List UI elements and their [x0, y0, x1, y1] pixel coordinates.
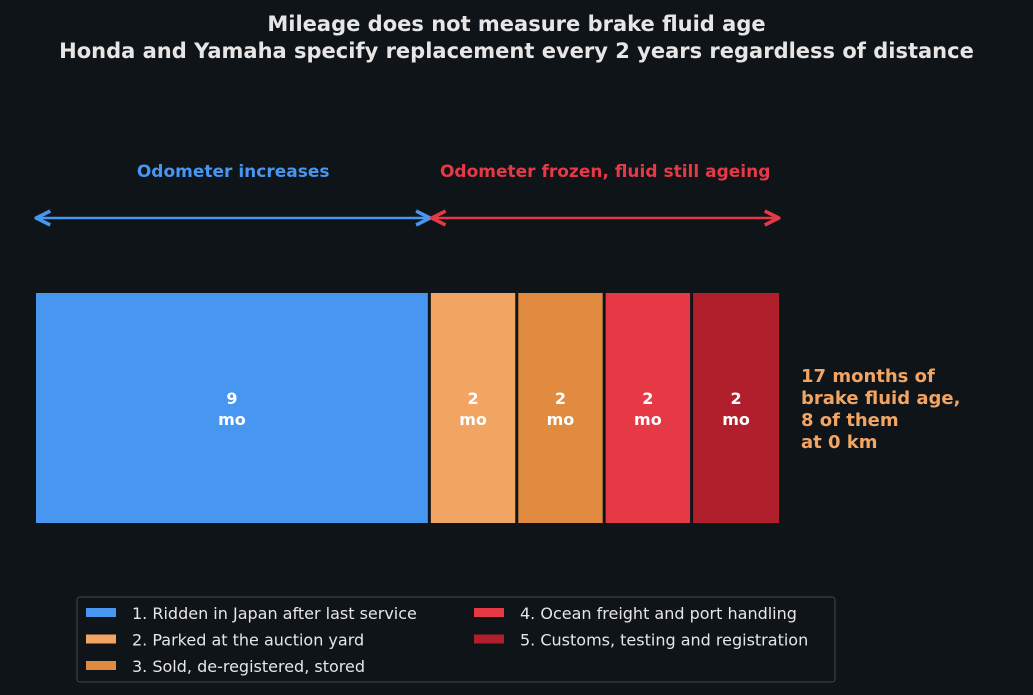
bar-segment-3 — [518, 293, 603, 523]
phase-annotations: Odometer increases Odometer frozen, fluid… — [38, 162, 777, 218]
legend-swatch-1 — [86, 608, 116, 617]
chart-subtitle: Honda and Yamaha specify replacement eve… — [59, 39, 974, 63]
legend-swatch-5 — [474, 634, 504, 644]
segment-unit-label: mo — [218, 410, 246, 429]
legend-label-1: 1. Ridden in Japan after last service — [132, 604, 417, 623]
legend-label-4: 4. Ocean freight and port handling — [520, 604, 797, 623]
callout-line-2: brake fluid age, — [801, 388, 960, 409]
segment-value-label: 2 — [555, 389, 566, 408]
legend-frame — [76, 596, 836, 683]
segment-unit-label: mo — [459, 410, 487, 429]
stacked-bar: 9 mo 2 mo 2 mo 2 mo 2 mo — [36, 293, 779, 523]
segment-value-label: 2 — [730, 389, 741, 408]
bar-segment-1 — [36, 293, 428, 523]
segment-value-label: 9 — [226, 389, 237, 408]
chart-title: Mileage does not measure brake fluid age — [267, 12, 765, 36]
phase-label-2: Odometer frozen, fluid still ageing — [440, 162, 770, 182]
phase-label-1: Odometer increases — [137, 162, 330, 182]
bar-segment-5 — [693, 293, 779, 523]
callout-line-3: 8 of them — [801, 410, 899, 431]
segment-unit-label: mo — [634, 410, 662, 429]
legend-label-3: 3. Sold, de-registered, stored — [132, 657, 365, 676]
bar-segment-2 — [430, 293, 516, 523]
legend-swatch-3 — [86, 661, 116, 670]
segment-unit-label: mo — [547, 410, 575, 429]
legend-swatch-4 — [474, 608, 504, 617]
legend-swatch-2 — [86, 634, 116, 644]
callout-line-1: 17 months of — [801, 366, 935, 387]
legend-label-2: 2. Parked at the auction yard — [132, 631, 364, 650]
segment-unit-label: mo — [722, 410, 750, 429]
bar-segment-4 — [605, 293, 691, 523]
callout-line-4: at 0 km — [801, 432, 878, 453]
segment-value-label: 2 — [642, 389, 653, 408]
legend: 1. Ridden in Japan after last service 2. … — [76, 596, 836, 683]
segment-value-label: 2 — [467, 389, 478, 408]
legend-label-5: 5. Customs, testing and registration — [520, 631, 808, 650]
